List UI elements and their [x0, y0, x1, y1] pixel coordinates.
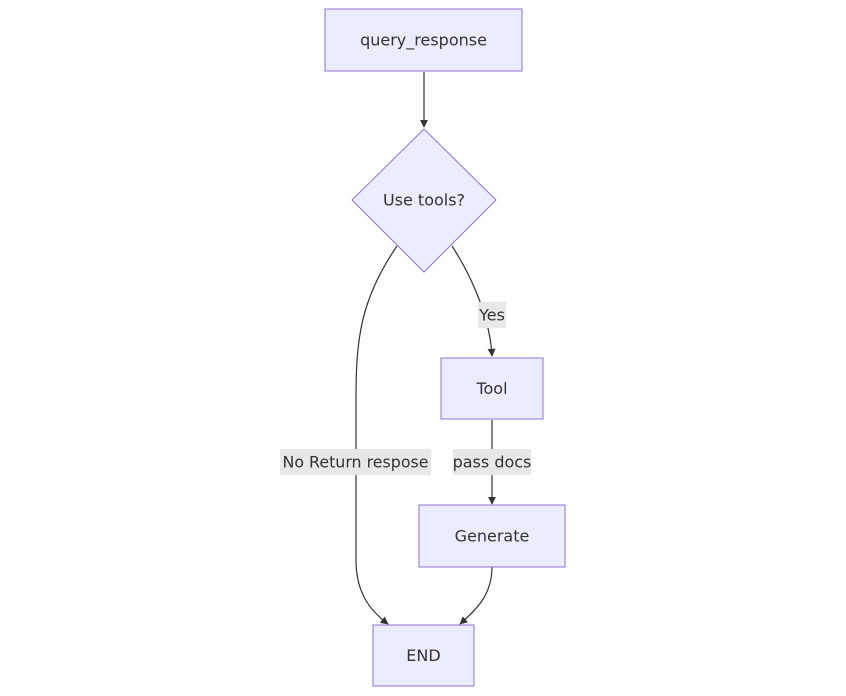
- node-generate-label: Generate: [455, 527, 530, 546]
- node-end-label: END: [406, 646, 440, 665]
- edge-label-yes: Yes: [478, 302, 506, 328]
- nodes: query_response Use tools? Tool Generate …: [324, 8, 566, 687]
- edge-label-no-return-text: No Return respose: [283, 453, 429, 472]
- edge-generate-to-end: [459, 566, 493, 625]
- edge-labels: Yes pass docs No Return respose: [280, 302, 531, 475]
- edge-use-tools-to-tool: [451, 245, 496, 357]
- node-end: END: [372, 624, 475, 687]
- node-query-response: query_response: [324, 8, 523, 72]
- node-generate: Generate: [418, 504, 566, 568]
- node-use-tools-label: Use tools?: [383, 191, 465, 210]
- node-use-tools-decision: Use tools?: [351, 128, 497, 273]
- node-tool-label: Tool: [475, 379, 507, 398]
- node-query-response-label: query_response: [360, 31, 487, 51]
- edge-use-tools-to-end: [355, 245, 398, 625]
- edge-label-yes-text: Yes: [478, 306, 505, 325]
- edge-label-pass-docs-text: pass docs: [453, 453, 532, 472]
- edge-label-no-return: No Return respose: [280, 449, 431, 475]
- node-tool: Tool: [440, 357, 544, 420]
- edge-label-pass-docs: pass docs: [453, 449, 532, 475]
